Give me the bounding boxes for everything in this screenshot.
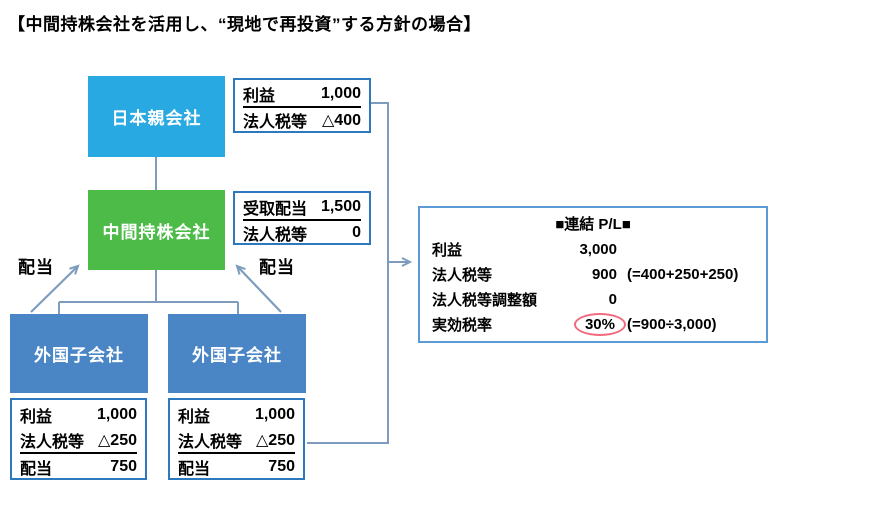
consolidated-pl-title: ■連結 P/L■ [555,216,631,233]
pl-row-value: 750 [268,457,295,475]
row-value: 900 [591,266,617,283]
pl-row-value: 750 [110,457,137,475]
row-value: 3,000 [579,241,617,258]
foreign-subsidiary-right-label: 外国子会社 [192,346,282,365]
consolidated-pl-row-effective-tax-rate: 実効税率 30% (=900÷3,000) [432,312,754,337]
foreign-subsidiary-right-box: 外国子会社 [168,314,306,393]
foreign-subsidiary-right-pl-box: 利益 1,000 法人税等 △250 配当 750 [168,398,305,480]
intermediate-holding-box: 中間持株会社 [88,190,225,270]
pl-row-label: 法人税等 [243,227,308,244]
foreign-subsidiary-left-box: 外国子会社 [10,314,148,393]
pl-row-value: 1,000 [96,405,137,423]
pl-row-value: △250 [256,431,295,449]
pl-row: 法人税等 △400 [243,108,361,132]
consolidated-pl-row: 法人税等調整額 0 [432,287,754,312]
dividend-label-right: 配当 [259,258,295,277]
intermediate-holding-label: 中間持株会社 [102,222,211,242]
consolidated-pl-row: 利益 3,000 [432,237,754,262]
pl-row: 法人税等 △250 [178,427,295,454]
row-label: 利益 [432,242,463,259]
pl-row: 配当 750 [20,454,137,479]
pl-row: 受取配当 1,500 [243,195,361,221]
pl-row-value: 1,500 [320,198,361,215]
pl-row-value: △400 [322,112,361,129]
pl-row-value: △250 [98,431,137,449]
pl-row-label: 法人税等 [178,433,243,451]
pl-row-label: 法人税等 [243,114,308,131]
row-value: 0 [608,291,617,308]
pl-row-label: 受取配当 [243,201,308,218]
japan-parent-box: 日本親会社 [88,76,225,157]
pl-row: 利益 1,000 [20,402,137,427]
aggregation-bracket [307,102,389,444]
row-label: 法人税等調整額 [432,292,538,309]
row-label: 法人税等 [432,267,493,284]
row-note: (=400+250+250) [627,266,739,283]
consolidated-pl-panel: ■連結 P/L■ 利益 3,000 法人税等 900 (=400+250+250… [418,206,768,343]
highlight-ellipse: 30% [573,313,626,336]
pl-row: 配当 750 [178,454,295,479]
japan-parent-pl-box: 利益 1,000 法人税等 △400 [233,78,371,133]
pl-row: 法人税等 0 [243,221,361,245]
japan-parent-label: 日本親会社 [111,109,202,128]
pl-row-label: 利益 [243,88,276,105]
foreign-subsidiary-left-pl-box: 利益 1,000 法人税等 △250 配当 750 [10,398,147,480]
page-title: 【中間持株会社を活用し、“現地で再投資”する方針の場合】 [8,15,481,34]
foreign-subsidiary-left-label: 外国子会社 [34,346,124,365]
row-label: 実効税率 [432,317,493,334]
pl-row: 利益 1,000 [178,402,295,427]
pl-row-label: 利益 [178,408,211,426]
holding-subsidiaries-tree-connector [58,270,239,314]
pl-row-value: 1,000 [254,405,295,423]
pl-row-label: 利益 [20,408,53,426]
row-value: 30% [547,313,626,336]
row-note: (=900÷3,000) [627,316,717,333]
pl-row: 法人税等 △250 [20,427,137,454]
intermediate-holding-pl-box: 受取配当 1,500 法人税等 0 [233,191,371,245]
pl-row-label: 法人税等 [20,433,85,451]
consolidated-pl-row: 法人税等 900 (=400+250+250) [432,262,754,287]
dividend-label-left: 配当 [18,258,54,277]
pl-row: 利益 1,000 [243,82,361,108]
pl-row-value: 1,000 [320,85,361,102]
pl-row-label: 配当 [178,460,211,478]
pl-row-label: 配当 [20,460,53,478]
pl-row-value: 0 [352,224,361,241]
